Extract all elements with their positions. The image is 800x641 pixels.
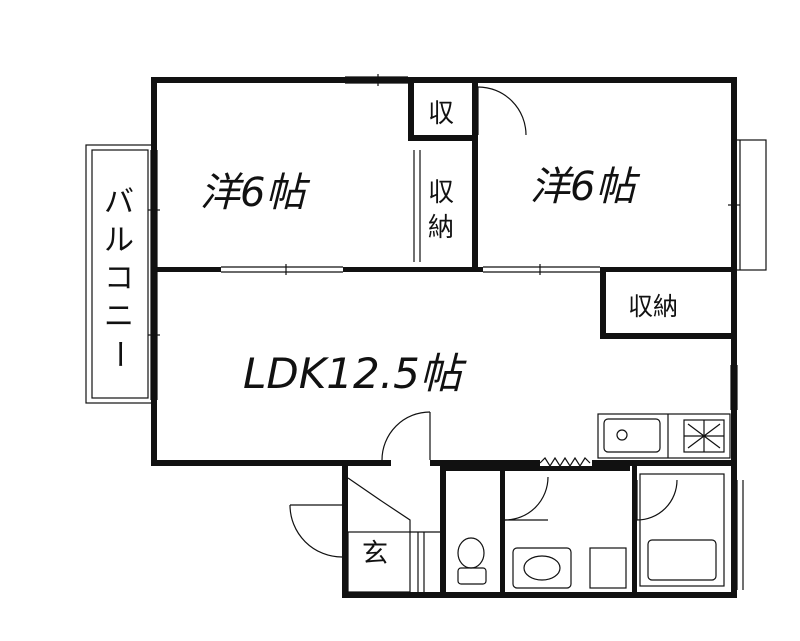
openings (148, 74, 744, 590)
walls (151, 77, 737, 598)
balcony-char-2: ル (104, 223, 134, 258)
bathtub (639, 473, 725, 587)
balcony-char-1: バ (104, 185, 134, 220)
balcony-char-3: コ (104, 261, 134, 296)
room-label-western-left: 洋6帖 (200, 170, 310, 216)
doors (289, 86, 678, 558)
closet-right-label: 収納 (628, 292, 678, 321)
kitchen-counter (597, 413, 731, 459)
room-label-ldk: LDK12.5帖 (243, 349, 467, 398)
toilet (457, 537, 487, 585)
closet-mid-label-2: 納 (428, 213, 454, 243)
closet-mid-label-1: 収 (428, 178, 454, 208)
entrance-label: 玄 (362, 539, 388, 569)
balcony-char-5: ー (101, 339, 136, 369)
washbasin (512, 547, 627, 589)
balcony-char-4: ニ (104, 299, 134, 334)
room-label-western-right: 洋6帖 (530, 164, 640, 210)
balcony-label: バ ル コ ニ ー (101, 185, 136, 369)
storage-small-label: 収 (428, 99, 454, 129)
entrance-fixtures (347, 477, 440, 593)
